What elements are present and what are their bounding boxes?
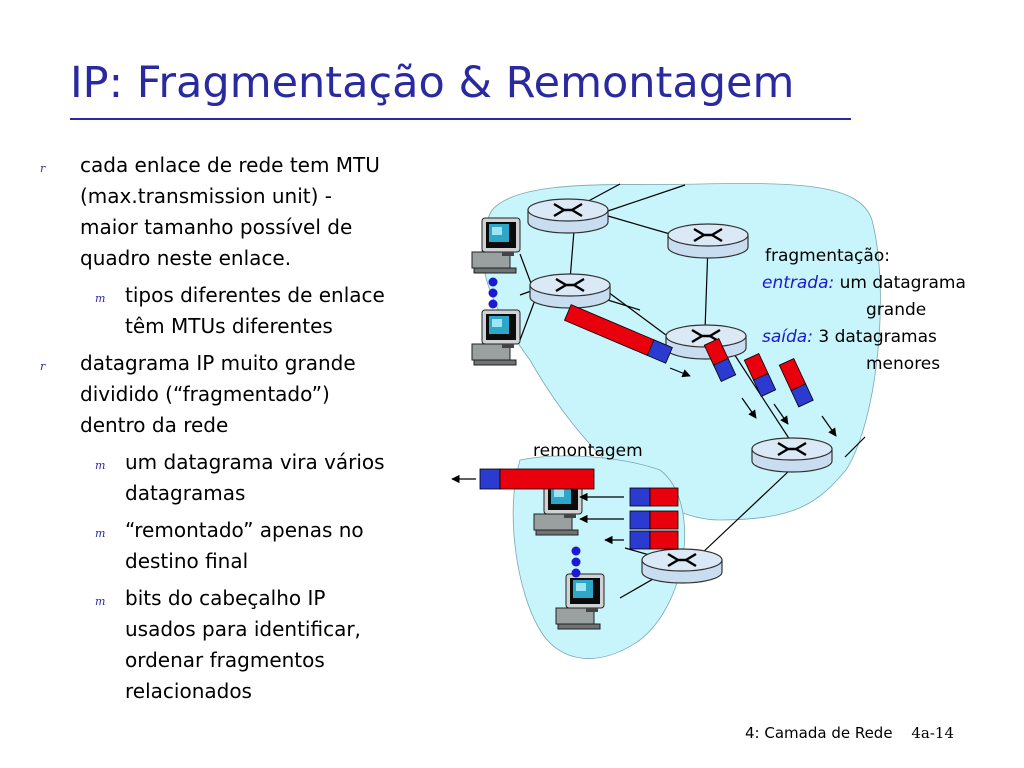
input-text-cont: grande [866,300,927,320]
router-icon [528,272,612,310]
bullet-line: usados para identificar, [125,617,361,641]
arrow [669,367,691,378]
bullet-line: ordenar fragmentos [125,648,325,672]
page-number: 4a-14 [911,724,954,742]
bullet-line: cada enlace de rede tem MTU [80,153,380,177]
subbullet-marker: m [95,292,106,305]
reassembled-datagram [479,468,595,490]
input-line: entrada: um datagrama [762,270,966,296]
bullet-text: datagrama IP muito grande dividido (“fra… [80,348,460,441]
bullet-line: bits do cabeçalho IP [125,586,326,610]
input-text: um datagrama [839,273,966,293]
arrow [821,415,837,437]
arrow [773,403,789,425]
bullet-list: r cada enlace de rede tem MTU (max.trans… [40,150,460,713]
fragment [703,337,737,383]
bullet-marker: r [40,162,46,175]
output-text-cont: menores [866,354,941,374]
bullet-line: têm MTUs diferentes [125,314,333,338]
fragmentation-title: fragmentação: [765,246,890,266]
router-icon [640,547,724,585]
large-datagram [563,304,673,364]
bullet-line: maior tamanho possível de [80,215,353,239]
footer: 4: Camada de Rede 4a-14 [745,724,954,742]
bullet-line: (max.transmission unit) - [80,184,332,208]
subbullet-marker: m [95,595,106,608]
subbullet-text: “remontado” apenas no destino final [125,515,460,577]
fragment [743,352,777,398]
bullet-line: dentro da rede [80,413,229,437]
subbullet-marker: m [95,527,106,540]
subbullet-marker: m [95,459,106,472]
arrow [741,397,757,419]
bullet-text: cada enlace de rede tem MTU (max.transmi… [80,150,460,274]
bullet-large-datagram: r datagrama IP muito grande dividido (“f… [40,348,460,441]
router-icon [664,323,748,361]
input-label: entrada: [762,273,835,293]
bullet-line: datagrama IP muito grande [80,351,356,375]
bullet-line: tipos diferentes de enlace [125,283,385,307]
bullet-line: quadro neste enlace. [80,246,292,270]
subbullet-text: tipos diferentes de enlace têm MTUs dife… [125,280,460,342]
output-text: 3 datagramas [818,327,937,347]
bullet-line: um datagrama vira vários [125,450,385,474]
subbullet-header-bits: m bits do cabeçalho IP usados para ident… [40,583,460,707]
bullet-line: relacionados [125,679,252,703]
subbullet-reassembled: m “remontado” apenas no destino final [40,515,460,577]
fragment [778,357,814,408]
router-icon [526,197,610,235]
title-underline [70,118,851,120]
slide-title: IP: Fragmentação & Remontagem [70,58,795,108]
reassembly-label: remontagem [533,441,643,461]
bullet-line: “remontado” apenas no [125,518,364,542]
bullet-mtu: r cada enlace de rede tem MTU (max.trans… [40,150,460,274]
more-hosts-dots [488,277,581,578]
subbullet-one-becomes-many: m um datagrama vira vários datagramas [40,447,460,509]
bullet-line: datagramas [125,481,246,505]
bullet-line: dividido (“fragmentado”) [80,382,330,406]
output-label: saída: [762,327,813,347]
bullet-line: destino final [125,549,249,573]
chapter-label: 4: Camada de Rede [745,724,893,742]
arriving-fragments [629,487,679,550]
router-icon [666,222,750,260]
subbullet-text: bits do cabeçalho IP usados para identif… [125,583,460,707]
host-computer-icon [471,309,521,366]
output-line: saída: 3 datagramas [762,324,937,350]
subbullet-link-types: m tipos diferentes de enlace têm MTUs di… [40,280,460,342]
subbullet-text: um datagrama vira vários datagramas [125,447,460,509]
router-icon [750,436,834,474]
bullet-marker: r [40,360,46,373]
